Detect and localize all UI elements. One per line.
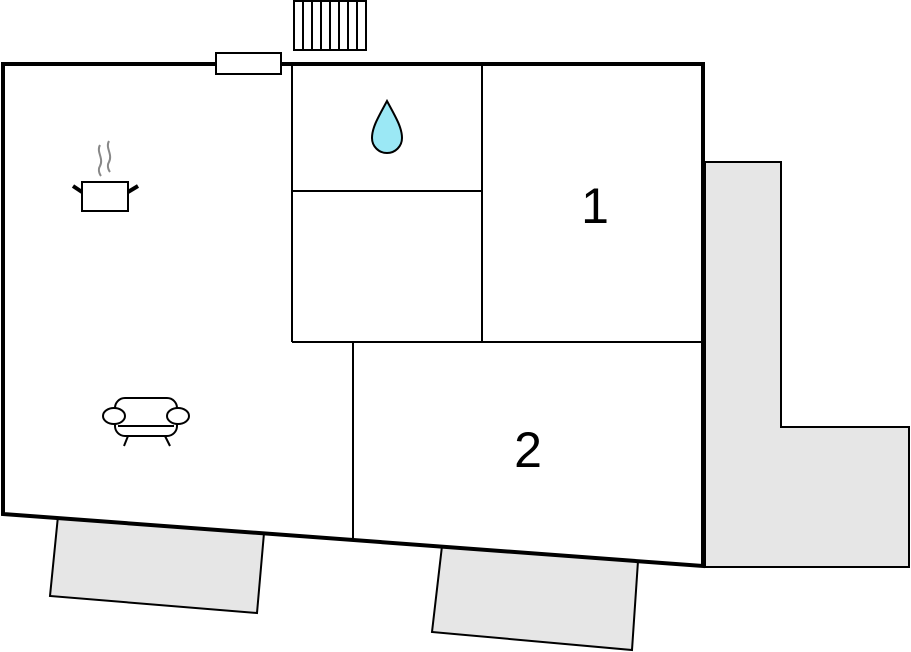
terrace-south-east xyxy=(430,544,640,652)
cooking-pot-icon xyxy=(71,140,140,212)
outer-wall xyxy=(0,62,705,569)
water-drop-icon xyxy=(370,98,404,154)
window xyxy=(215,52,282,75)
sofa-icon xyxy=(102,397,190,447)
room-1-label: 1 xyxy=(581,178,609,234)
terrace-east xyxy=(704,161,910,568)
interior-walls xyxy=(291,64,703,538)
stairs xyxy=(293,0,367,51)
room-2-label: 2 xyxy=(514,422,542,478)
